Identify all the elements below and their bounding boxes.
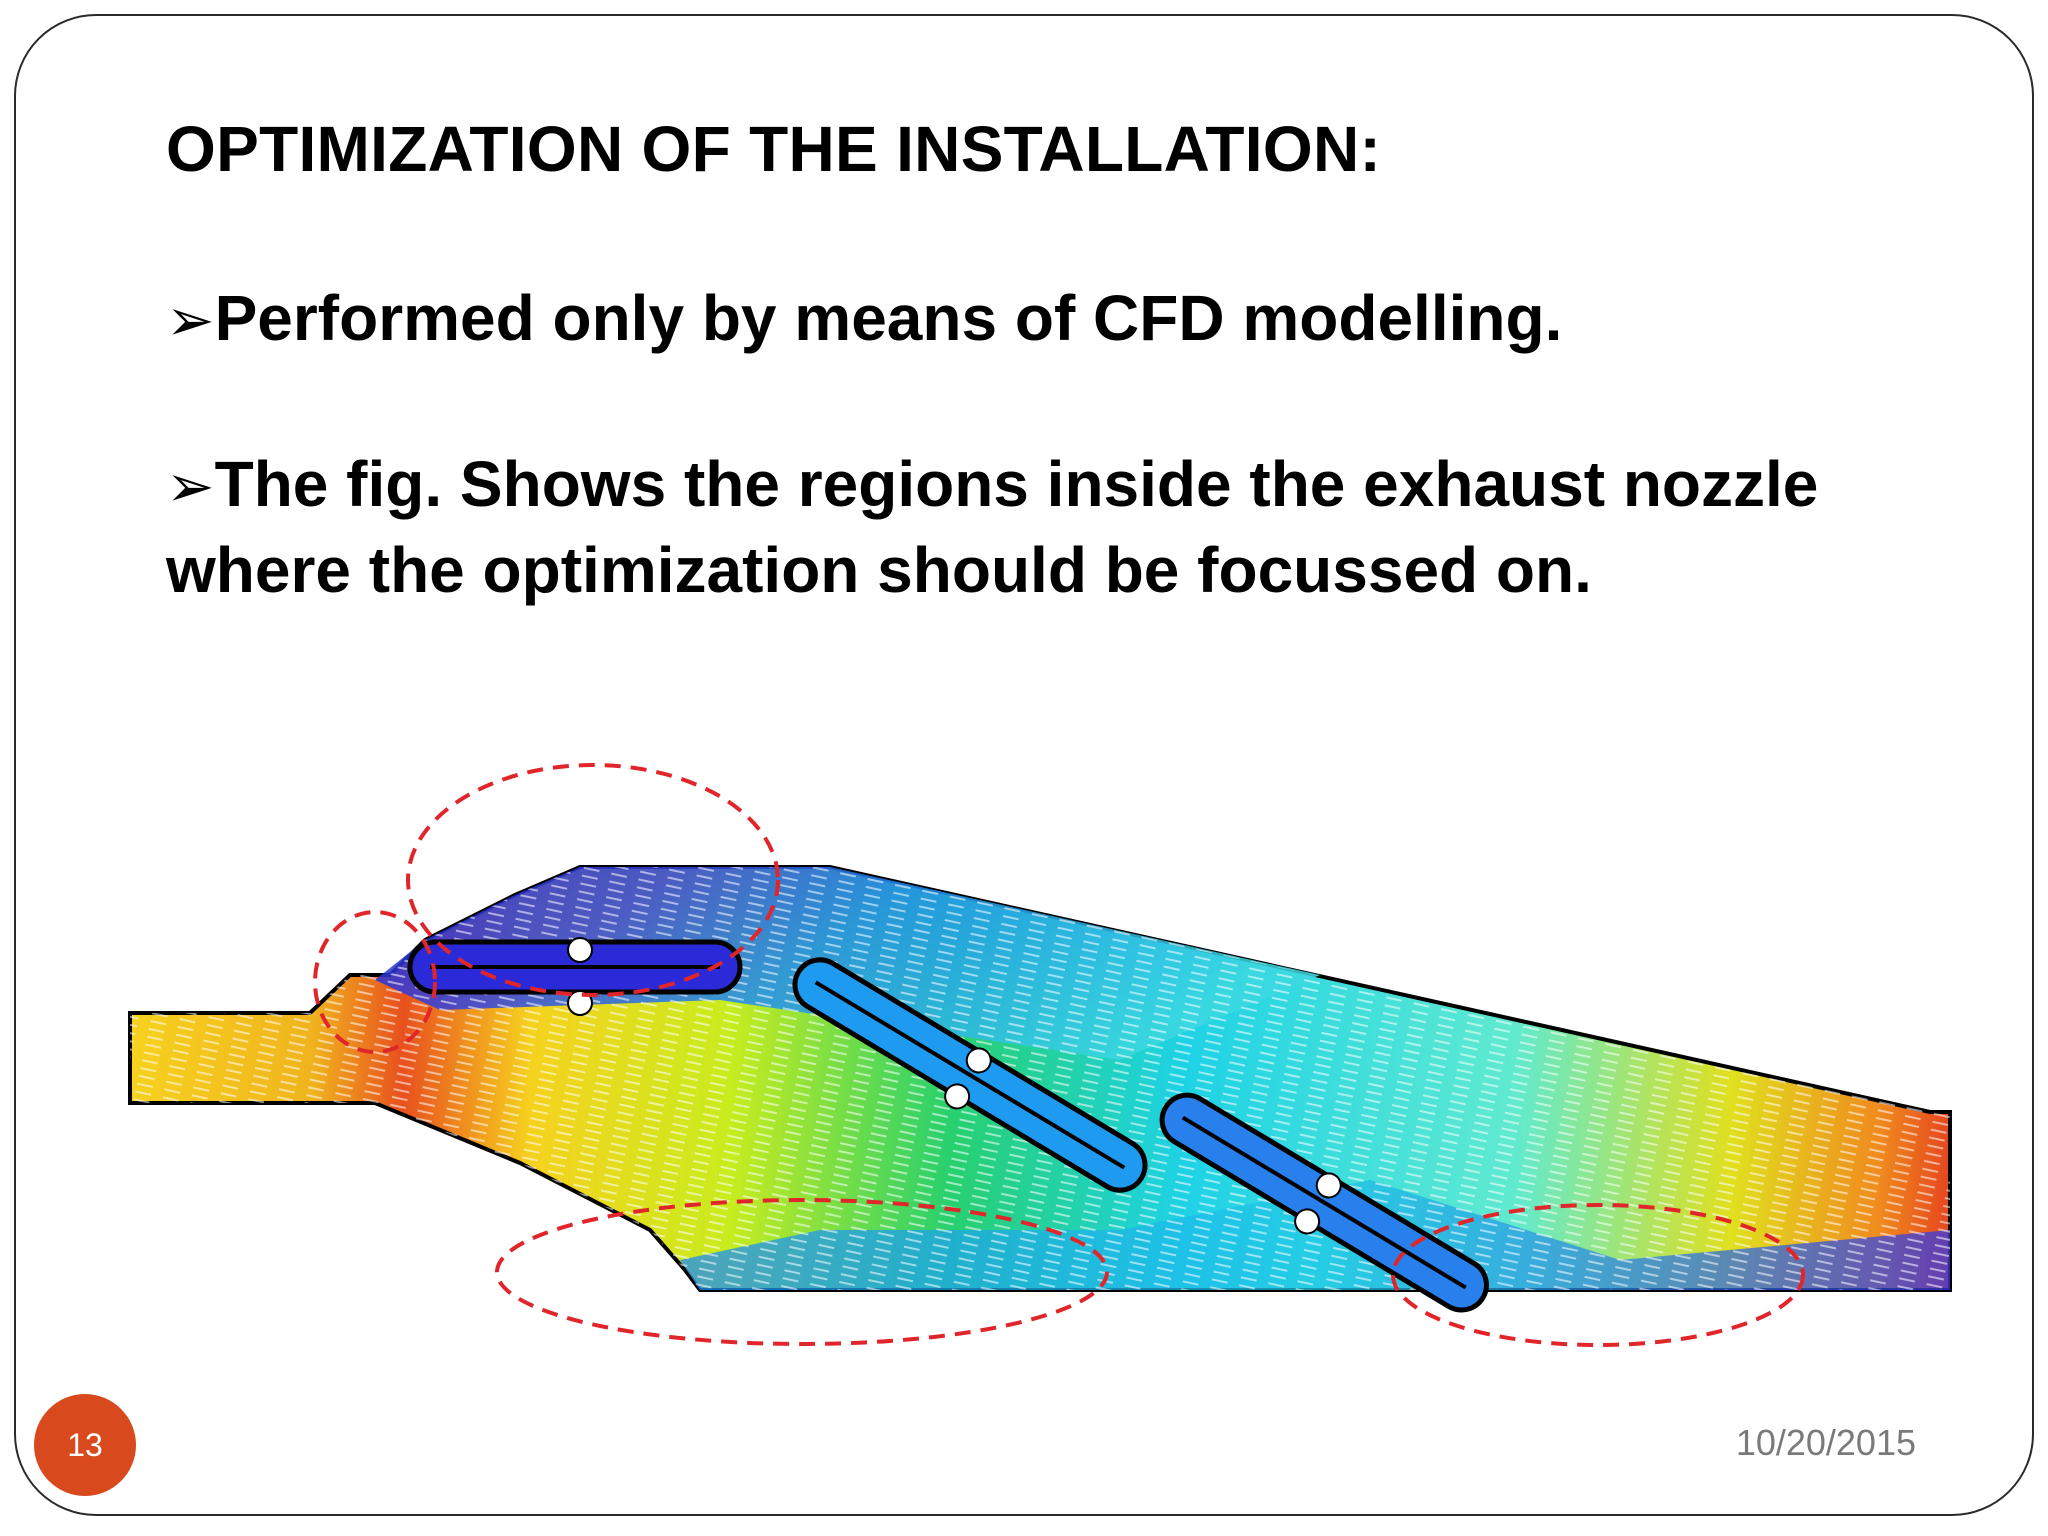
arrow-bullet-icon: ➢ xyxy=(166,452,215,520)
slotted-body-2 xyxy=(792,957,1148,1193)
slotted-body-1 xyxy=(407,937,743,1016)
cfd-nozzle-figure xyxy=(120,760,1970,1350)
highlight-ellipse-bottom-left xyxy=(495,1198,1109,1346)
flow-streaks xyxy=(130,867,1950,1290)
slotted-body-3 xyxy=(1159,1092,1489,1313)
slide-date: 10/20/2015 xyxy=(1735,1422,1916,1463)
cfd-contour-image xyxy=(128,763,1952,1347)
bullet-list: ➢Performed only by means of CFD modellin… xyxy=(166,276,1966,692)
highlight-ellipse-top xyxy=(406,763,780,997)
highlight-ellipse-step xyxy=(313,910,437,1054)
bullet-text-2: The fig. Shows the regions inside the ex… xyxy=(166,448,1819,606)
bullet-item-1: ➢Performed only by means of CFD modellin… xyxy=(166,276,1966,362)
highlight-ellipse-bottom-right xyxy=(1391,1203,1805,1347)
slide-title: OPTIMIZATION OF THE INSTALLATION: xyxy=(166,113,1382,185)
arrow-bullet-icon: ➢ xyxy=(166,286,215,354)
bullet-text-1: Performed only by means of CFD modelling… xyxy=(214,282,1563,354)
page-number-badge: 13 xyxy=(34,1394,136,1496)
bullet-item-2: ➢The fig. Shows the regions inside the e… xyxy=(166,442,1966,612)
